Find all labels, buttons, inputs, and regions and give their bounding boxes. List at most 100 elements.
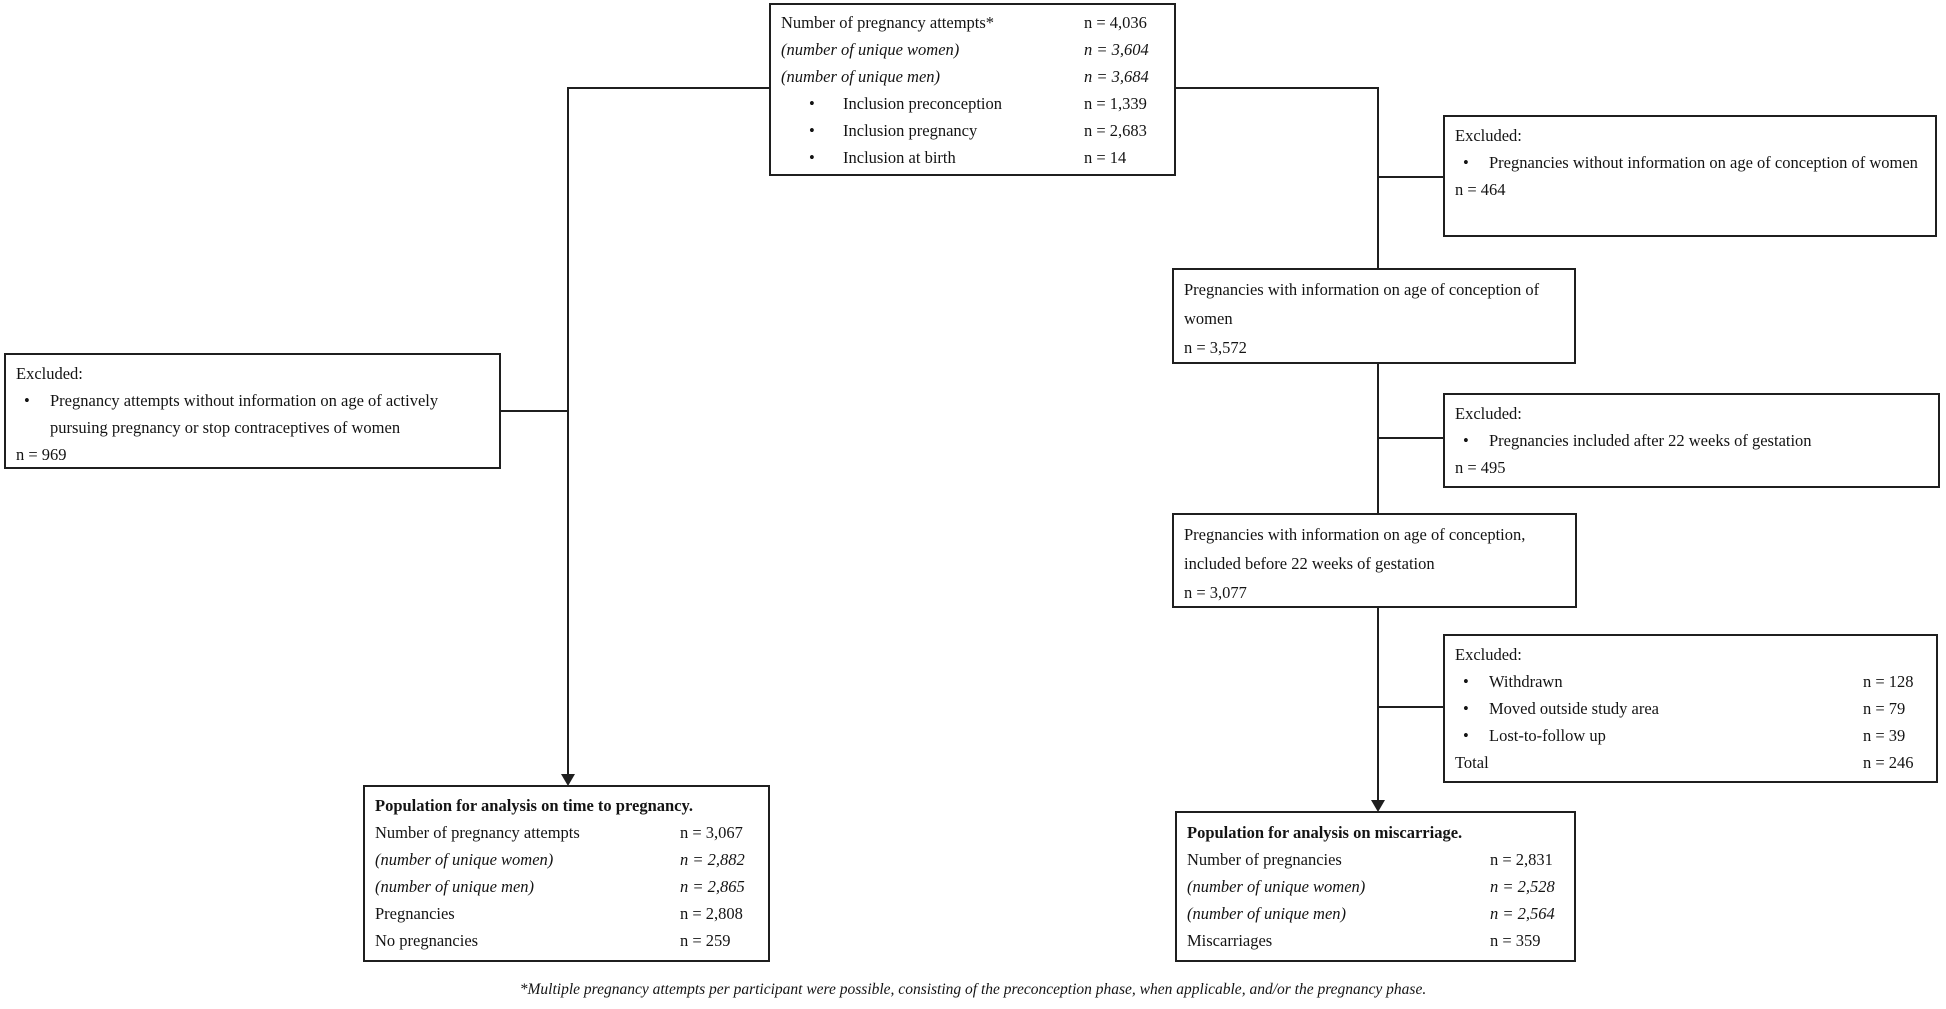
- stat-row: Number of pregnancy attempts n = 3,067: [375, 819, 758, 846]
- excluded-item: • Pregnancies included after 22 weeks of…: [1455, 427, 1928, 454]
- box-population-miscarriage: Population for analysis on miscarriage. …: [1175, 811, 1576, 962]
- box-count: n = 3,077: [1184, 583, 1247, 602]
- stat-label: (number of unique women): [375, 850, 554, 869]
- stat-row: (number of unique women) n = 2,528: [1187, 873, 1564, 900]
- stat-row: (number of unique men) n = 2,865: [375, 873, 758, 900]
- excluded-item: • Pregnancy attempts without information…: [16, 387, 489, 441]
- stat-row: (number of unique women) n = 2,882: [375, 846, 758, 873]
- box-population-ttp: Population for analysis on time to pregn…: [363, 785, 770, 962]
- connector-left-vertical: [567, 87, 569, 777]
- excluded-item: • Pregnancies without information on age…: [1455, 149, 1925, 176]
- stat-row: (number of unique men) n = 2,564: [1187, 900, 1564, 927]
- arrowhead-miscarriage: [1371, 800, 1385, 812]
- stat-value: n = 14: [1084, 148, 1127, 167]
- stat-label: (number of unique women): [1187, 877, 1366, 896]
- bullet-icon: •: [809, 121, 815, 140]
- population-title: Population for analysis on miscarriage.: [1187, 823, 1463, 842]
- stat-row: Pregnancies n = 2,808: [375, 900, 758, 927]
- stat-label: Miscarriages: [1187, 931, 1273, 950]
- stat-value: n = 246: [1863, 753, 1914, 772]
- connector-right-vertical-1: [1377, 87, 1379, 270]
- connector-left-branch: [499, 410, 569, 412]
- excluded-count: n = 495: [1455, 458, 1506, 477]
- stat-value: n = 2,683: [1084, 121, 1147, 140]
- connector-right-horizontal: [1174, 87, 1379, 89]
- stat-row: • Inclusion pregnancy n = 2,683: [781, 117, 1164, 144]
- box-excluded-attempts: Excluded: • Pregnancy attempts without i…: [4, 353, 501, 469]
- stat-label: Inclusion pregnancy: [843, 121, 978, 140]
- stat-label: Inclusion preconception: [843, 94, 1002, 113]
- bullet-icon: •: [1463, 672, 1469, 691]
- bullet-icon: •: [809, 148, 815, 167]
- stat-row: • Withdrawn n = 128: [1455, 668, 1926, 695]
- stat-label: (number of unique men): [1187, 904, 1347, 923]
- stat-row: • Lost-to-follow up n = 39: [1455, 722, 1926, 749]
- stat-value: n = 79: [1863, 699, 1906, 718]
- bullet-icon: •: [809, 94, 815, 113]
- stat-label: Moved outside study area: [1489, 699, 1660, 718]
- excluded-item-text: Pregnancies without information on age o…: [1489, 153, 1918, 172]
- stat-row: • Inclusion preconception n = 1,339: [781, 90, 1164, 117]
- stat-value: n = 3,067: [680, 823, 743, 842]
- stat-row: (number of unique women) n = 3,604: [781, 36, 1164, 63]
- excluded-item-text: Pregnancy attempts without information o…: [50, 391, 439, 437]
- excluded-title: Excluded:: [1455, 126, 1522, 145]
- box-excluded-age-conception: Excluded: • Pregnancies without informat…: [1443, 115, 1937, 237]
- stat-row: • Inclusion at birth n = 14: [781, 144, 1164, 171]
- stat-value: n = 259: [680, 931, 731, 950]
- box-excluded-gestation: Excluded: • Pregnancies included after 2…: [1443, 393, 1940, 488]
- box-pregnancy-attempts: Number of pregnancy attempts* n = 4,036 …: [769, 3, 1176, 176]
- stat-value: n = 359: [1490, 931, 1541, 950]
- excluded-item-text: Pregnancies included after 22 weeks of g…: [1489, 431, 1812, 450]
- bullet-icon: •: [1463, 153, 1469, 172]
- box-pregnancies-with-info: Pregnancies with information on age of c…: [1172, 268, 1576, 364]
- stat-label: Total: [1455, 753, 1489, 772]
- stat-row: • Moved outside study area n = 79: [1455, 695, 1926, 722]
- connector-right-branch-2: [1377, 437, 1445, 439]
- stat-label: Inclusion at birth: [843, 148, 956, 167]
- stat-row: Number of pregnancy attempts* n = 4,036: [781, 9, 1164, 36]
- connector-right-branch-3: [1377, 706, 1445, 708]
- stat-value: n = 2,831: [1490, 850, 1553, 869]
- stat-value: n = 2,808: [680, 904, 743, 923]
- box-pregnancies-before-22-weeks: Pregnancies with information on age of c…: [1172, 513, 1577, 608]
- excluded-count: n = 464: [1455, 180, 1506, 199]
- stat-label: Lost-to-follow up: [1489, 726, 1606, 745]
- bullet-icon: •: [1463, 726, 1469, 745]
- bullet-icon: •: [24, 391, 30, 410]
- population-title: Population for analysis on time to pregn…: [375, 796, 693, 815]
- stat-value: n = 39: [1863, 726, 1906, 745]
- stat-label: Number of pregnancy attempts: [375, 823, 580, 842]
- box-count: n = 3,572: [1184, 338, 1247, 357]
- stat-label: (number of unique women): [781, 40, 960, 59]
- stat-row: Miscarriages n = 359: [1187, 927, 1564, 954]
- stat-label: No pregnancies: [375, 931, 479, 950]
- stat-label: Number of pregnancies: [1187, 850, 1342, 869]
- stat-value: n = 2,882: [680, 850, 745, 869]
- stat-value: n = 2,528: [1490, 877, 1555, 896]
- excluded-count: n = 969: [16, 445, 67, 464]
- stat-value: n = 3,604: [1084, 40, 1149, 59]
- connector-left-horizontal: [567, 87, 772, 89]
- stat-value: n = 128: [1863, 672, 1914, 691]
- stat-label: Number of pregnancy attempts*: [781, 13, 995, 32]
- box-text: Pregnancies with information on age of c…: [1184, 525, 1526, 573]
- stat-value: n = 2,564: [1490, 904, 1555, 923]
- stat-row: No pregnancies n = 259: [375, 927, 758, 954]
- stat-row: (number of unique men) n = 3,684: [781, 63, 1164, 90]
- connector-right-branch-1: [1377, 176, 1445, 178]
- excluded-title: Excluded:: [1455, 404, 1522, 423]
- stat-value: n = 3,684: [1084, 67, 1149, 86]
- stat-value: n = 2,865: [680, 877, 745, 896]
- stat-label: (number of unique men): [781, 67, 941, 86]
- stat-row: Total n = 246: [1455, 749, 1926, 776]
- stat-label: Pregnancies: [375, 904, 455, 923]
- connector-right-vertical-3: [1377, 606, 1379, 802]
- excluded-title: Excluded:: [16, 364, 83, 383]
- box-excluded-followup: Excluded: • Withdrawn n = 128 • Moved ou…: [1443, 634, 1938, 783]
- excluded-title: Excluded:: [1455, 645, 1522, 664]
- stat-label: Withdrawn: [1489, 672, 1563, 691]
- stat-value: n = 4,036: [1084, 13, 1147, 32]
- bullet-icon: •: [1463, 699, 1469, 718]
